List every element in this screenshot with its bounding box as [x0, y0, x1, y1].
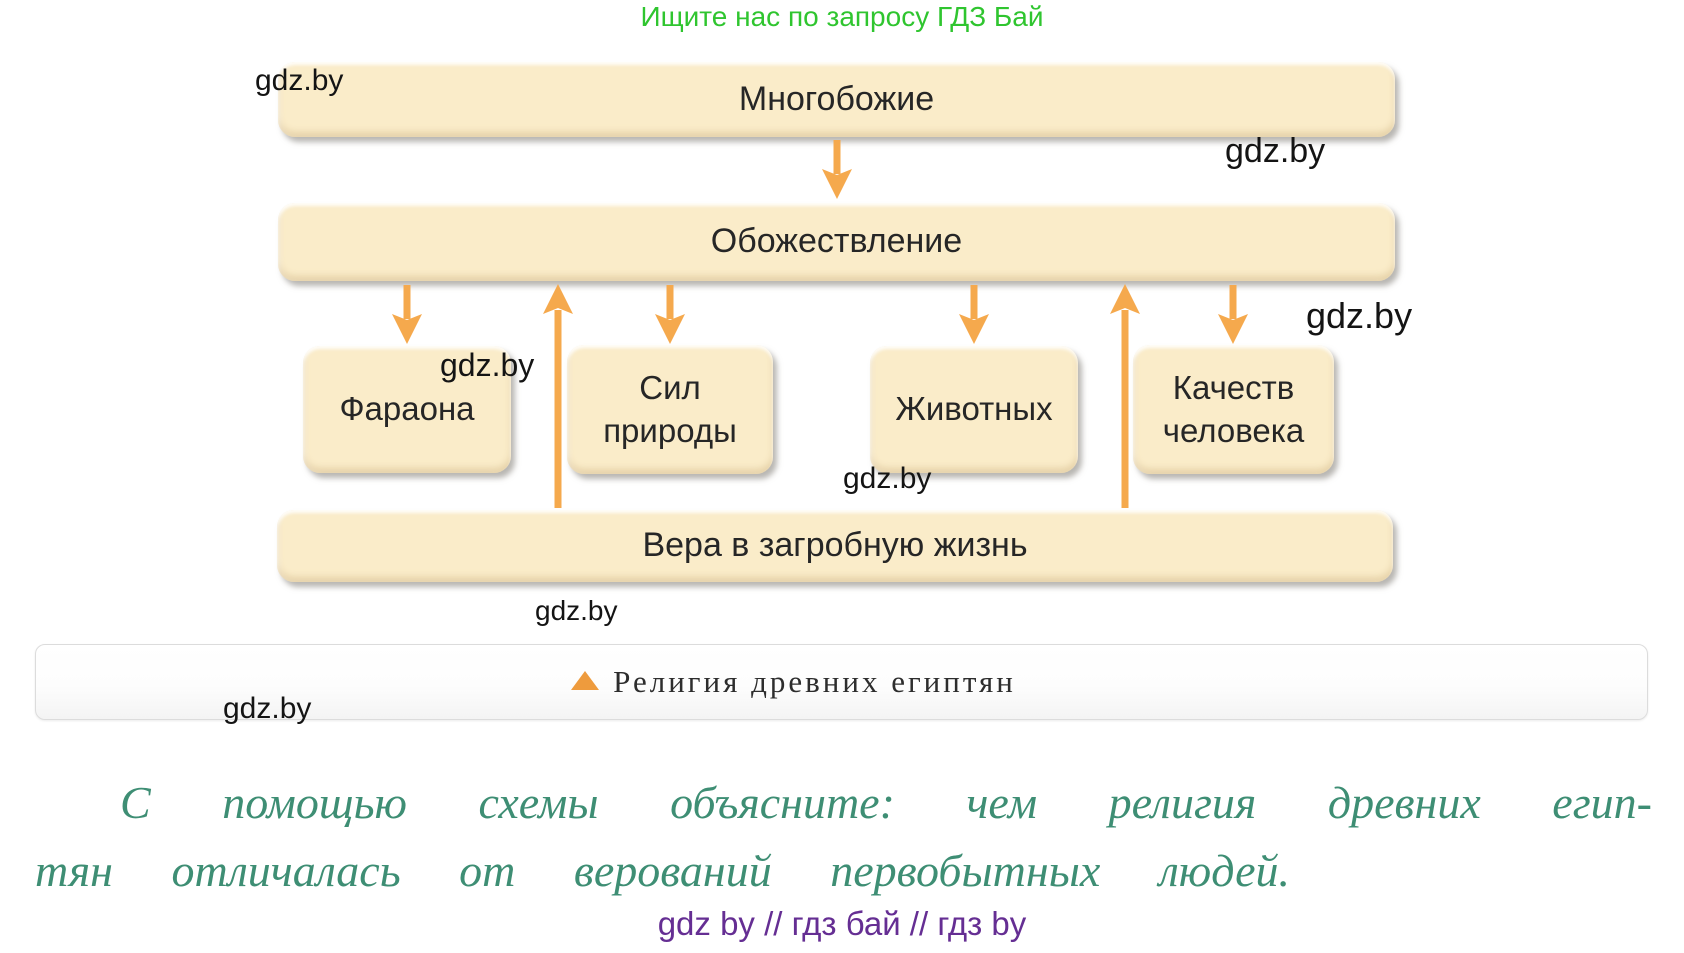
- diagram-box-deification: Обожествление: [278, 203, 1395, 281]
- diagram-box-human-qualities: Качеств человека: [1133, 345, 1334, 474]
- watermark-gdz-6: gdz.by: [535, 595, 618, 626]
- scheme-caption-content: Религия древних египтян: [571, 664, 1016, 700]
- arrow-down-deification-to-animals: [959, 285, 989, 344]
- diagram-box-forces-of-nature-label: Сил природы: [603, 369, 737, 449]
- arrow-down-deification-to-forces-of-nature: [655, 285, 685, 344]
- diagram-box-polytheism: Многобожие: [278, 62, 1395, 137]
- scheme-caption-banner: Религия древних египтян: [35, 644, 1648, 720]
- watermark-gdz-4: gdz.by: [1306, 295, 1413, 336]
- watermark-gdz-2: gdz.by: [1225, 132, 1326, 170]
- diagram-box-animals: Животных: [870, 346, 1078, 473]
- footer-search-tags: gdz by // гдз бай // гдз by: [657, 905, 1027, 942]
- diagram-box-pharaoh: Фараона: [303, 346, 511, 473]
- watermark-gdz-1: gdz.by: [255, 64, 344, 97]
- triangle-bullet-icon: [571, 670, 600, 690]
- watermark-gdz-7: gdz.by: [223, 692, 312, 725]
- diagram-box-forces-of-nature: Сил природы: [567, 345, 773, 474]
- arrow-down-deification-to-human-qualities: [1218, 285, 1248, 344]
- diagram-box-deification-label: Обожествление: [710, 222, 963, 261]
- task-text-line-2: тян отличалась от верований первобытных …: [35, 845, 1290, 896]
- diagram-box-pharaoh-label: Фараона: [339, 390, 475, 428]
- diagram-box-human-qualities-label: Качеств человека: [1162, 369, 1305, 449]
- scheme-caption-label: Религия древних египтян: [613, 664, 1016, 699]
- arrow-down-deification-to-pharaoh: [392, 285, 422, 344]
- diagram-box-polytheism-label: Многобожие: [738, 79, 935, 118]
- task-text-line-1: С помощью схемы объясните: чем религия д…: [120, 777, 1652, 828]
- watermark-gdz-5: gdz.by: [843, 462, 932, 495]
- promo-banner-text: Ищите нас по запросу ГДЗ Бай: [640, 1, 1044, 32]
- watermark-gdz-3: gdz.by: [440, 347, 535, 383]
- diagram-box-afterlife-belief-label: Вера в загробную жизнь: [642, 526, 1028, 565]
- diagram-box-afterlife-belief: Вера в загробную жизнь: [277, 510, 1393, 582]
- arrow-down-polytheism-to-deification: [822, 140, 852, 199]
- diagram-box-animals-label: Животных: [895, 390, 1053, 428]
